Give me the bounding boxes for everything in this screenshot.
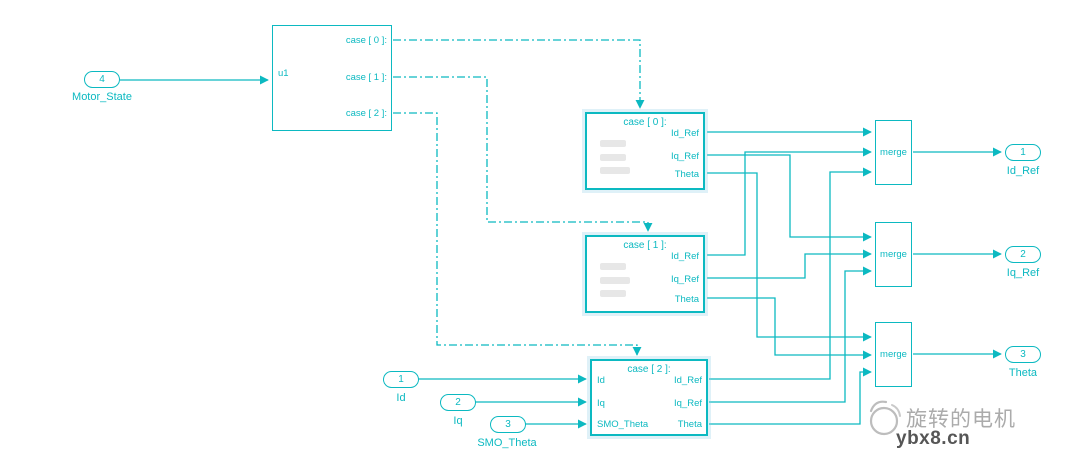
outport-id-ref-label: Id_Ref <box>1006 165 1040 177</box>
merge-block-1-label: merge <box>880 147 907 158</box>
wire-case2-control <box>393 112 642 356</box>
watermark-logo-icon <box>869 400 901 436</box>
outport-iq-ref-label: Iq_Ref <box>1006 267 1040 279</box>
inport-iq-label: Iq <box>453 415 463 427</box>
inport-id-number: 1 <box>398 374 404 385</box>
merge-block-2-label: merge <box>880 249 907 260</box>
case0-faded-content <box>600 154 626 161</box>
case1-subsystem-block[interactable]: case [ 1 ]: Id_Ref Iq_Ref Theta <box>585 235 705 313</box>
inport-iq-number: 2 <box>455 397 461 408</box>
case1-outport-iq-ref: Iq_Ref <box>671 274 699 285</box>
inport-motor-state-label: Motor_State <box>72 91 132 103</box>
switch-case-label-0: case [ 0 ]: <box>345 35 387 46</box>
inport-id[interactable]: 1 <box>383 371 419 388</box>
case1-title: case [ 1 ]: <box>623 240 667 251</box>
case2-inport-iq: Iq <box>597 398 605 409</box>
wire-case0-theta-to-merge3 <box>707 172 872 342</box>
switch-case-block[interactable]: u1 case [ 0 ]: case [ 1 ]: case [ 2 ]: <box>272 25 392 131</box>
merge-block-2[interactable]: merge <box>875 222 912 287</box>
outport-iq-ref[interactable]: 2 <box>1005 246 1041 263</box>
case2-subsystem-block[interactable]: case [ 2 ]: Id Iq SMO_Theta Id_Ref Iq_Re… <box>590 359 708 436</box>
inport-motor-state[interactable]: 4 <box>84 71 120 88</box>
outport-id-ref[interactable]: 1 <box>1005 144 1041 161</box>
case2-inport-smo-theta: SMO_Theta <box>597 419 649 430</box>
outport-theta-number: 3 <box>1020 349 1026 360</box>
wire-case1-iqref-to-merge2 <box>707 249 872 279</box>
wire-case1-theta-to-merge3 <box>707 297 872 360</box>
watermark-brand-text: 旋转的电机 <box>906 408 1016 431</box>
merge-block-3-label: merge <box>880 349 907 360</box>
case0-faded-content <box>600 167 630 174</box>
wire-case2-idref-to-merge1 <box>709 167 872 380</box>
case2-inport-id: Id <box>597 375 605 386</box>
case1-faded-content <box>600 263 626 270</box>
inport-smo-theta[interactable]: 3 <box>490 416 526 433</box>
inport-iq[interactable]: 2 <box>440 394 476 411</box>
case1-faded-content <box>600 290 626 297</box>
switch-case-label-2: case [ 2 ]: <box>345 108 387 119</box>
wire-case0-iqref-to-merge2 <box>707 154 872 242</box>
watermark-site-text: ybx8.cn <box>896 428 971 449</box>
inport-motor-state-number: 4 <box>99 74 105 85</box>
wire-case2-theta-to-merge3 <box>709 367 872 425</box>
case0-title: case [ 0 ]: <box>623 117 667 128</box>
case0-outport-id-ref: Id_Ref <box>671 128 699 139</box>
case1-faded-content <box>600 277 630 284</box>
wire-case1-idref-to-merge1 <box>707 147 872 256</box>
wire-case2-iqref-to-merge2 <box>709 266 872 403</box>
case2-outport-id-ref: Id_Ref <box>674 375 702 386</box>
merge-block-3[interactable]: merge <box>875 322 912 387</box>
case1-outport-theta: Theta <box>674 294 699 305</box>
switch-case-label-1: case [ 1 ]: <box>345 72 387 83</box>
case0-outport-iq-ref: Iq_Ref <box>671 151 699 162</box>
wire-case1-control <box>393 76 653 232</box>
outport-id-ref-number: 1 <box>1020 147 1026 158</box>
case2-outport-iq-ref: Iq_Ref <box>674 398 702 409</box>
case1-outport-id-ref: Id_Ref <box>671 251 699 262</box>
switch-case-input-label: u1 <box>278 68 289 79</box>
inport-id-label: Id <box>396 392 406 404</box>
inport-smo-theta-label: SMO_Theta <box>477 437 537 449</box>
case2-title: case [ 2 ]: <box>627 364 671 375</box>
case0-subsystem-block[interactable]: case [ 0 ]: Id_Ref Iq_Ref Theta <box>585 112 705 190</box>
case2-outport-theta: Theta <box>677 419 702 430</box>
outport-theta[interactable]: 3 <box>1005 346 1041 363</box>
case0-faded-content <box>600 140 626 147</box>
inport-smo-theta-number: 3 <box>505 419 511 430</box>
outport-theta-label: Theta <box>1008 367 1038 379</box>
wire-case0-control <box>393 39 645 109</box>
case0-outport-theta: Theta <box>674 169 699 180</box>
merge-block-1[interactable]: merge <box>875 120 912 185</box>
outport-iq-ref-number: 2 <box>1020 249 1026 260</box>
